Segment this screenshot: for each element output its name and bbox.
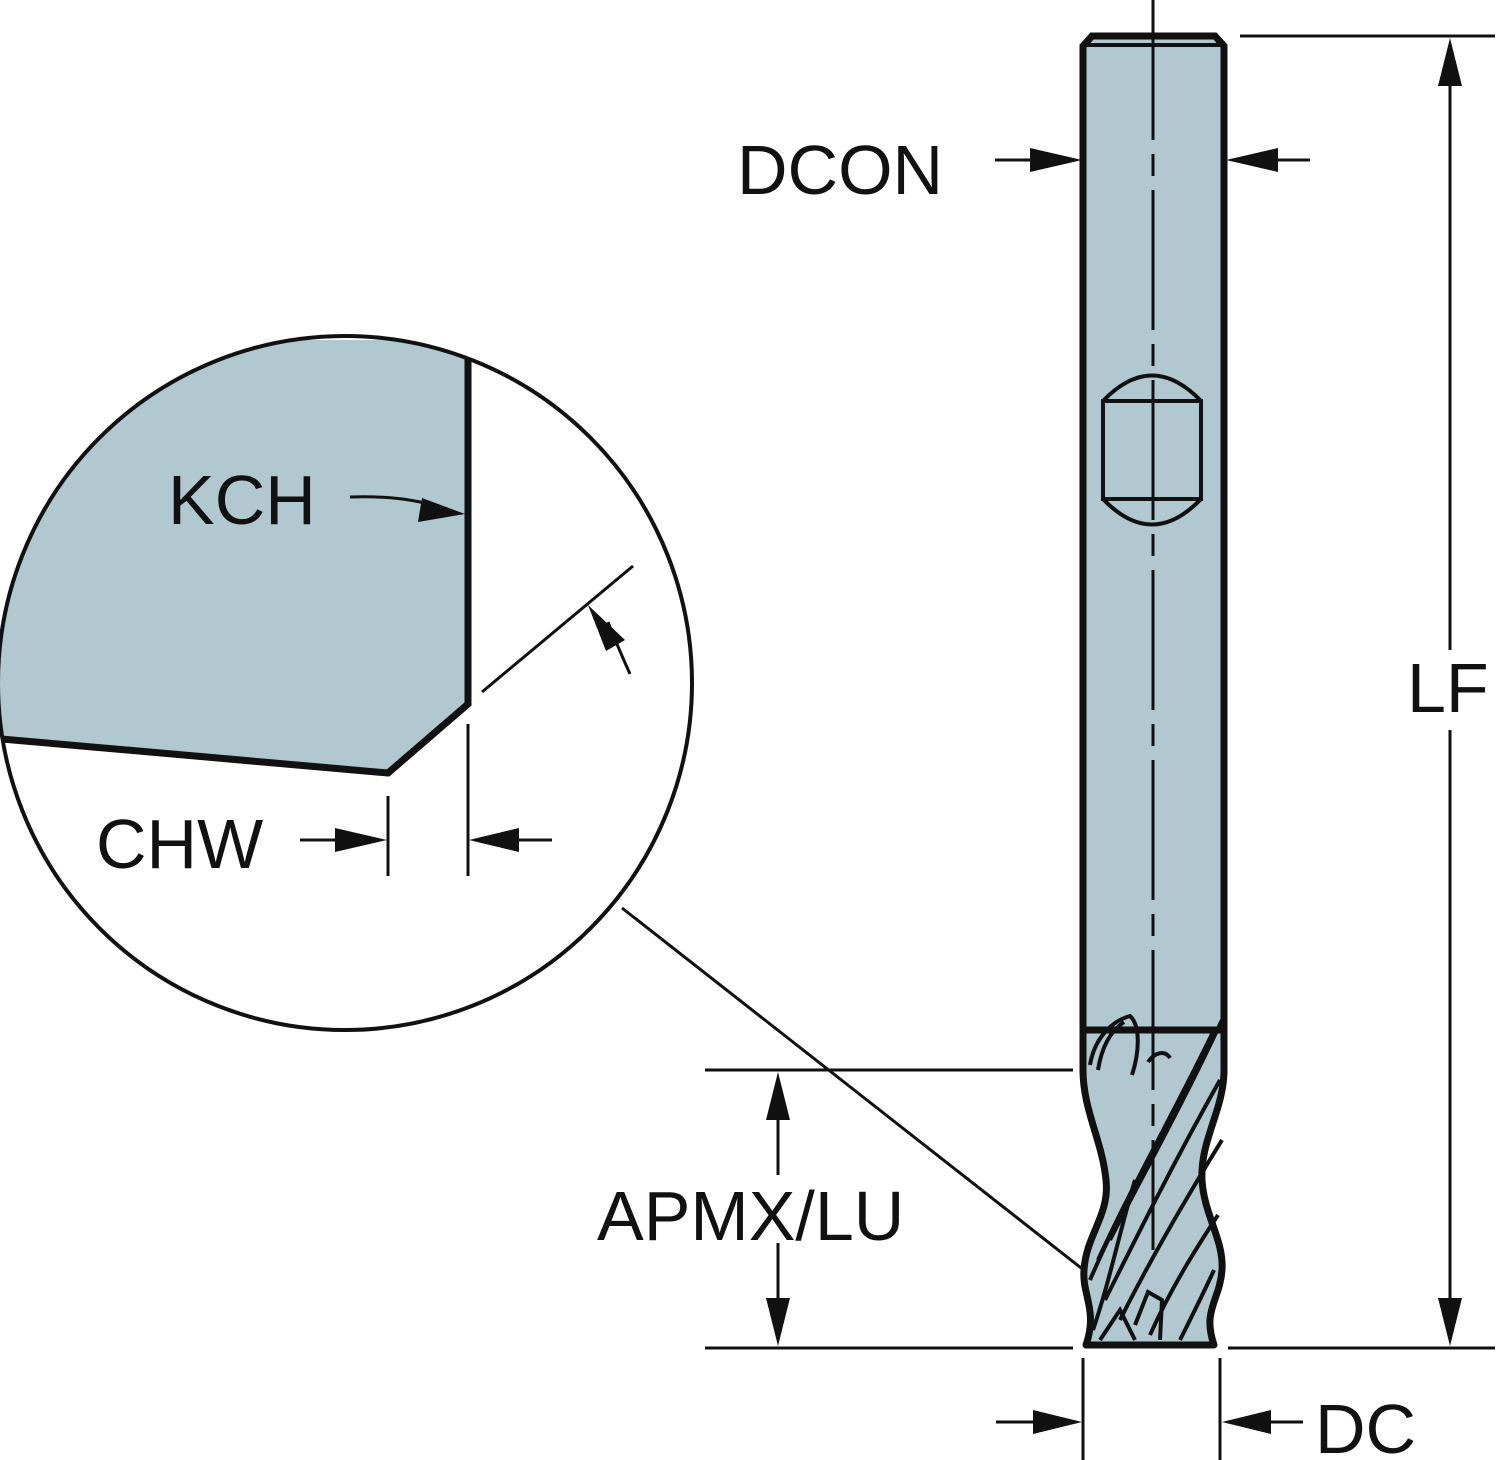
label-apmx-lu: APMX/LU xyxy=(597,1177,904,1255)
label-lf: LF xyxy=(1407,649,1489,727)
angle-arrow-head xyxy=(588,605,625,651)
label-dc: DC xyxy=(1315,1390,1416,1460)
chamfer-angle-line xyxy=(481,564,634,694)
chw-arrow-right-head xyxy=(469,828,519,852)
end-mill-tool xyxy=(1079,0,1228,1349)
dc-dimension: DC xyxy=(996,1358,1416,1460)
lf-dimension: LF xyxy=(1228,34,1495,1350)
kch-arrow-head xyxy=(418,498,465,522)
detail-circle xyxy=(0,334,694,1032)
apmx-dimension: APMX/LU xyxy=(597,1068,1073,1350)
label-chw: CHW xyxy=(96,805,263,883)
chw-arrow-left-head xyxy=(335,828,387,852)
detail-tool-section xyxy=(0,340,468,773)
detail-leader-line xyxy=(621,906,1151,1324)
detail-tool-edge xyxy=(0,350,472,777)
dcon-dimension: DCON xyxy=(737,131,1310,209)
detail-view: KCH CHW xyxy=(0,334,1151,1324)
label-kch: KCH xyxy=(168,461,316,539)
label-dcon: DCON xyxy=(737,131,943,209)
